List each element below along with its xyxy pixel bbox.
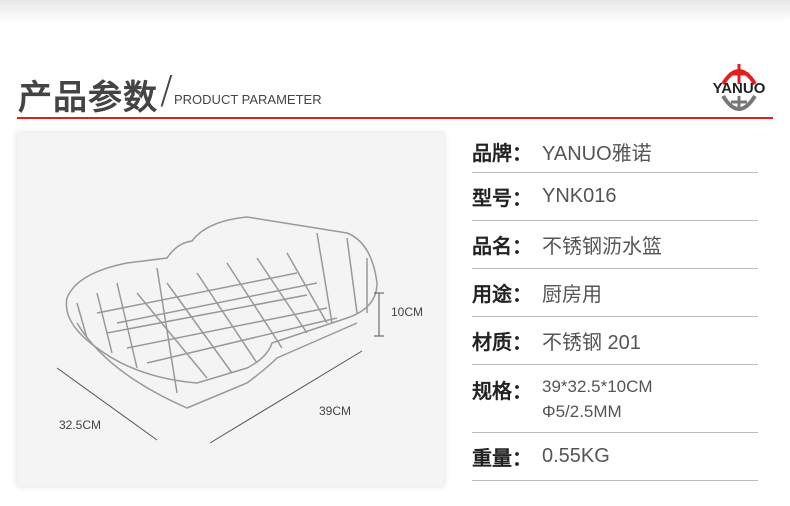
brand-logo: YANUO <box>703 62 775 114</box>
param-key: 用途： <box>472 282 532 306</box>
param-value: 39*32.5*10CM <box>542 377 653 396</box>
param-value: 不锈钢沥水篮 <box>542 236 662 258</box>
page-subtitle: PRODUCT PARAMETER <box>174 92 322 107</box>
logo-globe-icon <box>721 64 757 111</box>
param-key: 规格： <box>472 379 532 403</box>
header-divider <box>17 117 773 119</box>
param-key: 材质： <box>472 330 532 354</box>
param-value-2: Φ5/2.5MM <box>542 402 622 421</box>
param-row-spec: 规格： 39*32.5*10CM Φ5/2.5MM <box>472 365 758 433</box>
param-key: 品名： <box>472 234 532 258</box>
top-fade <box>0 0 790 22</box>
title-slash: / <box>160 68 173 112</box>
length-dimension: 39CM <box>319 404 352 418</box>
param-row-model: 型号： YNK016 <box>472 173 758 221</box>
product-image: 10CM 32.5CM 39CM <box>17 133 444 486</box>
param-key: 重量： <box>472 446 532 470</box>
width-dimension: 32.5CM <box>59 418 102 432</box>
param-key: 品牌： <box>472 140 532 165</box>
param-value: YANUO雅诺 <box>542 142 652 165</box>
param-value: 0.55KG <box>542 445 610 467</box>
parameter-list: 品牌： YANUO雅诺 型号： YNK016 品名： 不锈钢沥水篮 用途： 厨房用 材质… <box>472 130 758 481</box>
param-row-usage: 用途： 厨房用 <box>472 269 758 317</box>
param-value: 不锈钢 201 <box>542 332 641 354</box>
page-title: 产品参数 <box>18 78 158 118</box>
param-key: 型号： <box>472 186 532 210</box>
param-row-name: 品名： 不锈钢沥水篮 <box>472 221 758 269</box>
param-row-weight: 重量： 0.55KG <box>472 433 758 481</box>
param-value: 厨房用 <box>542 284 602 306</box>
param-value: YNK016 <box>542 185 617 207</box>
logo-text: YANUO <box>712 80 766 97</box>
param-row-brand: 品牌： YANUO雅诺 <box>472 130 758 173</box>
wire-basket-illustration <box>56 216 384 444</box>
param-row-material: 材质： 不锈钢 201 <box>472 317 758 365</box>
height-dimension: 10CM <box>391 305 424 319</box>
